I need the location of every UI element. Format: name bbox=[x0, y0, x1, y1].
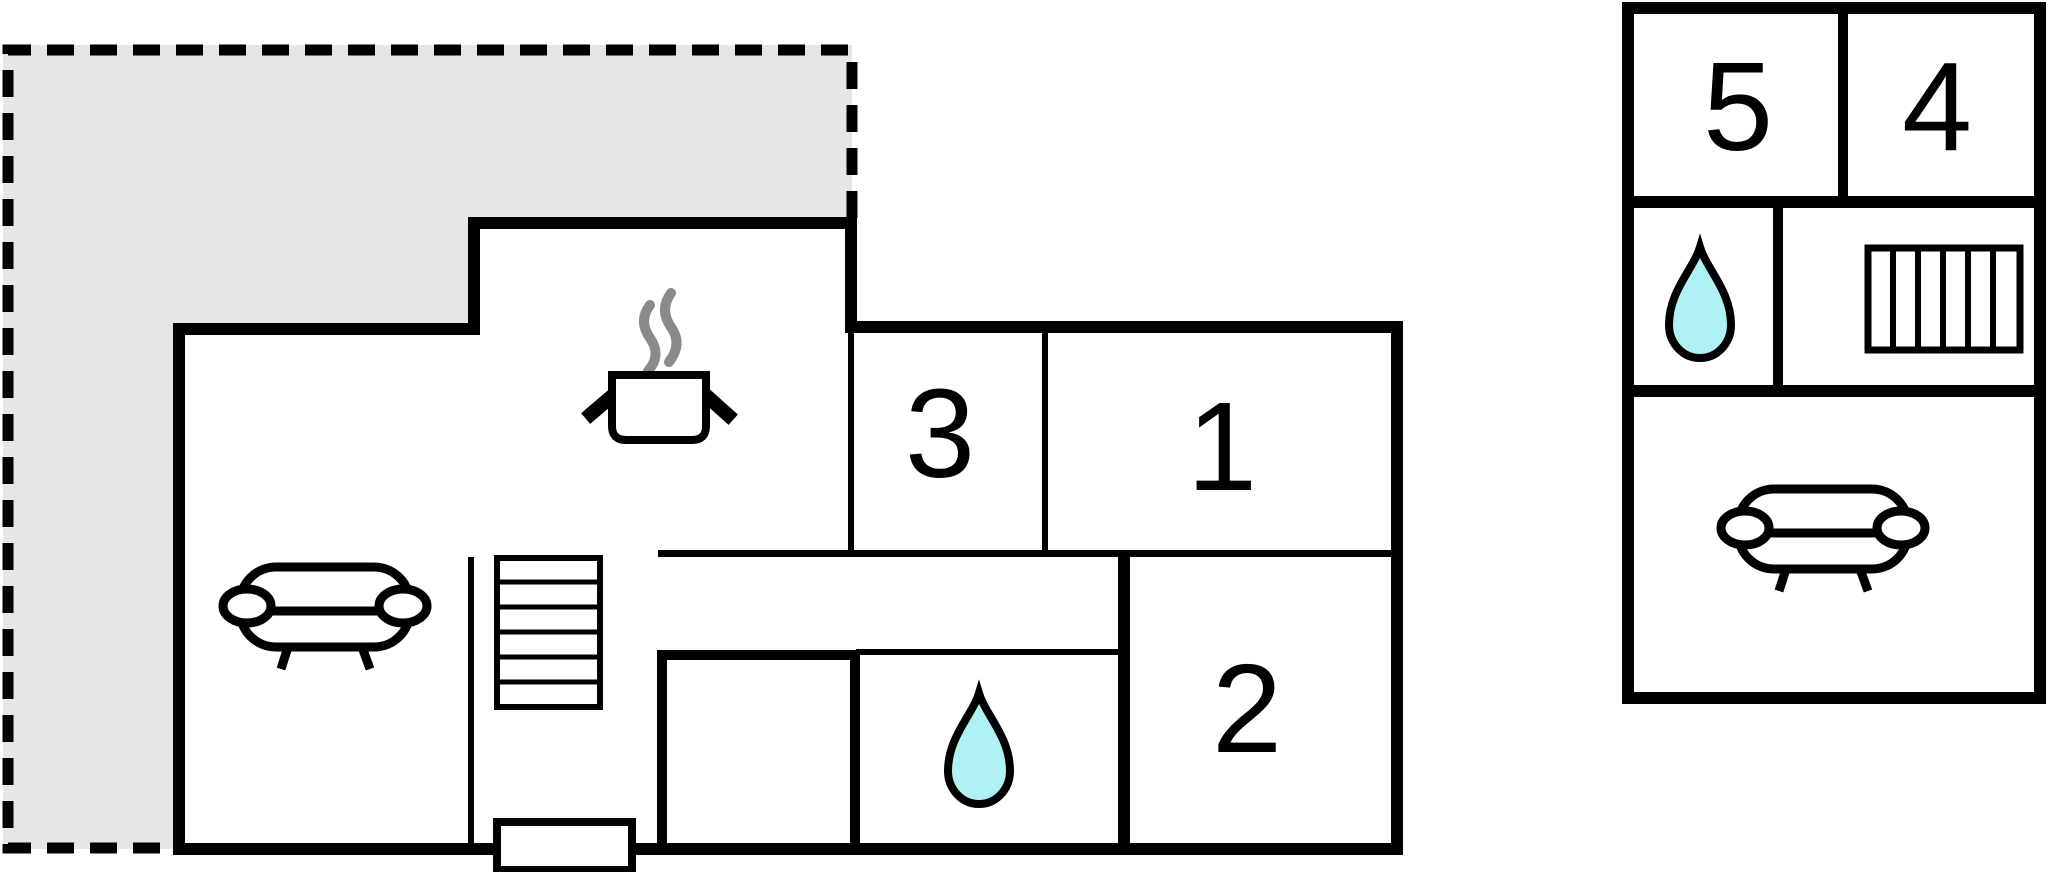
radiator-icon bbox=[1864, 244, 2024, 354]
steam-icon bbox=[660, 288, 682, 367]
sofa-armrest bbox=[1716, 506, 1774, 550]
ground-floor-plan: 3 1 2 bbox=[2, 44, 1403, 872]
radiator-bars bbox=[1890, 248, 1996, 350]
wall bbox=[1622, 692, 2046, 704]
room-label-3: 3 bbox=[905, 363, 975, 504]
water-drop-icon bbox=[1664, 233, 1736, 362]
sofa-icon bbox=[218, 562, 432, 671]
stairs-icon bbox=[494, 555, 603, 710]
water-drop-icon bbox=[943, 679, 1015, 808]
pot-body bbox=[608, 371, 710, 444]
ground-floor-walls bbox=[173, 217, 1403, 855]
wall bbox=[468, 217, 857, 229]
upper-floor-plan: 5 4 bbox=[1622, 2, 2046, 704]
room-label-1: 1 bbox=[1187, 376, 1257, 517]
wall bbox=[1622, 2, 1634, 704]
wall bbox=[1622, 2, 2046, 14]
wall bbox=[173, 323, 480, 335]
wall bbox=[845, 217, 857, 333]
wall bbox=[468, 557, 474, 847]
wall bbox=[173, 323, 185, 855]
steam-icon bbox=[639, 300, 661, 376]
cooking-pot-icon bbox=[581, 288, 738, 444]
room-label-5: 5 bbox=[1703, 36, 1773, 177]
wall bbox=[848, 333, 854, 553]
upper-floor-walls bbox=[1622, 2, 2046, 704]
entrance-door-icon bbox=[493, 818, 636, 872]
wall bbox=[1622, 196, 2046, 208]
terrace-area bbox=[3, 45, 852, 849]
wall bbox=[657, 650, 860, 660]
stairs-treads bbox=[497, 579, 600, 685]
wall bbox=[856, 649, 1124, 655]
room-label-4: 4 bbox=[1902, 36, 1972, 177]
terrace-dashed-border bbox=[2, 44, 858, 854]
sofa-armrest bbox=[374, 584, 432, 628]
wall bbox=[657, 650, 667, 848]
wall bbox=[2034, 2, 2046, 704]
wall bbox=[1622, 385, 2046, 397]
wall bbox=[1838, 2, 1848, 208]
wall bbox=[845, 321, 1403, 333]
wall bbox=[658, 550, 1403, 557]
sofa-armrest bbox=[1872, 506, 1930, 550]
wall bbox=[1042, 333, 1048, 553]
sofa-armrest bbox=[218, 584, 276, 628]
wall bbox=[1391, 321, 1403, 855]
sofa-icon bbox=[1716, 484, 1930, 593]
wall bbox=[1118, 550, 1130, 848]
wall bbox=[468, 217, 480, 335]
wall bbox=[1773, 196, 1783, 397]
wall bbox=[173, 843, 1403, 855]
room-label-2: 2 bbox=[1212, 638, 1282, 779]
wall bbox=[850, 650, 860, 848]
